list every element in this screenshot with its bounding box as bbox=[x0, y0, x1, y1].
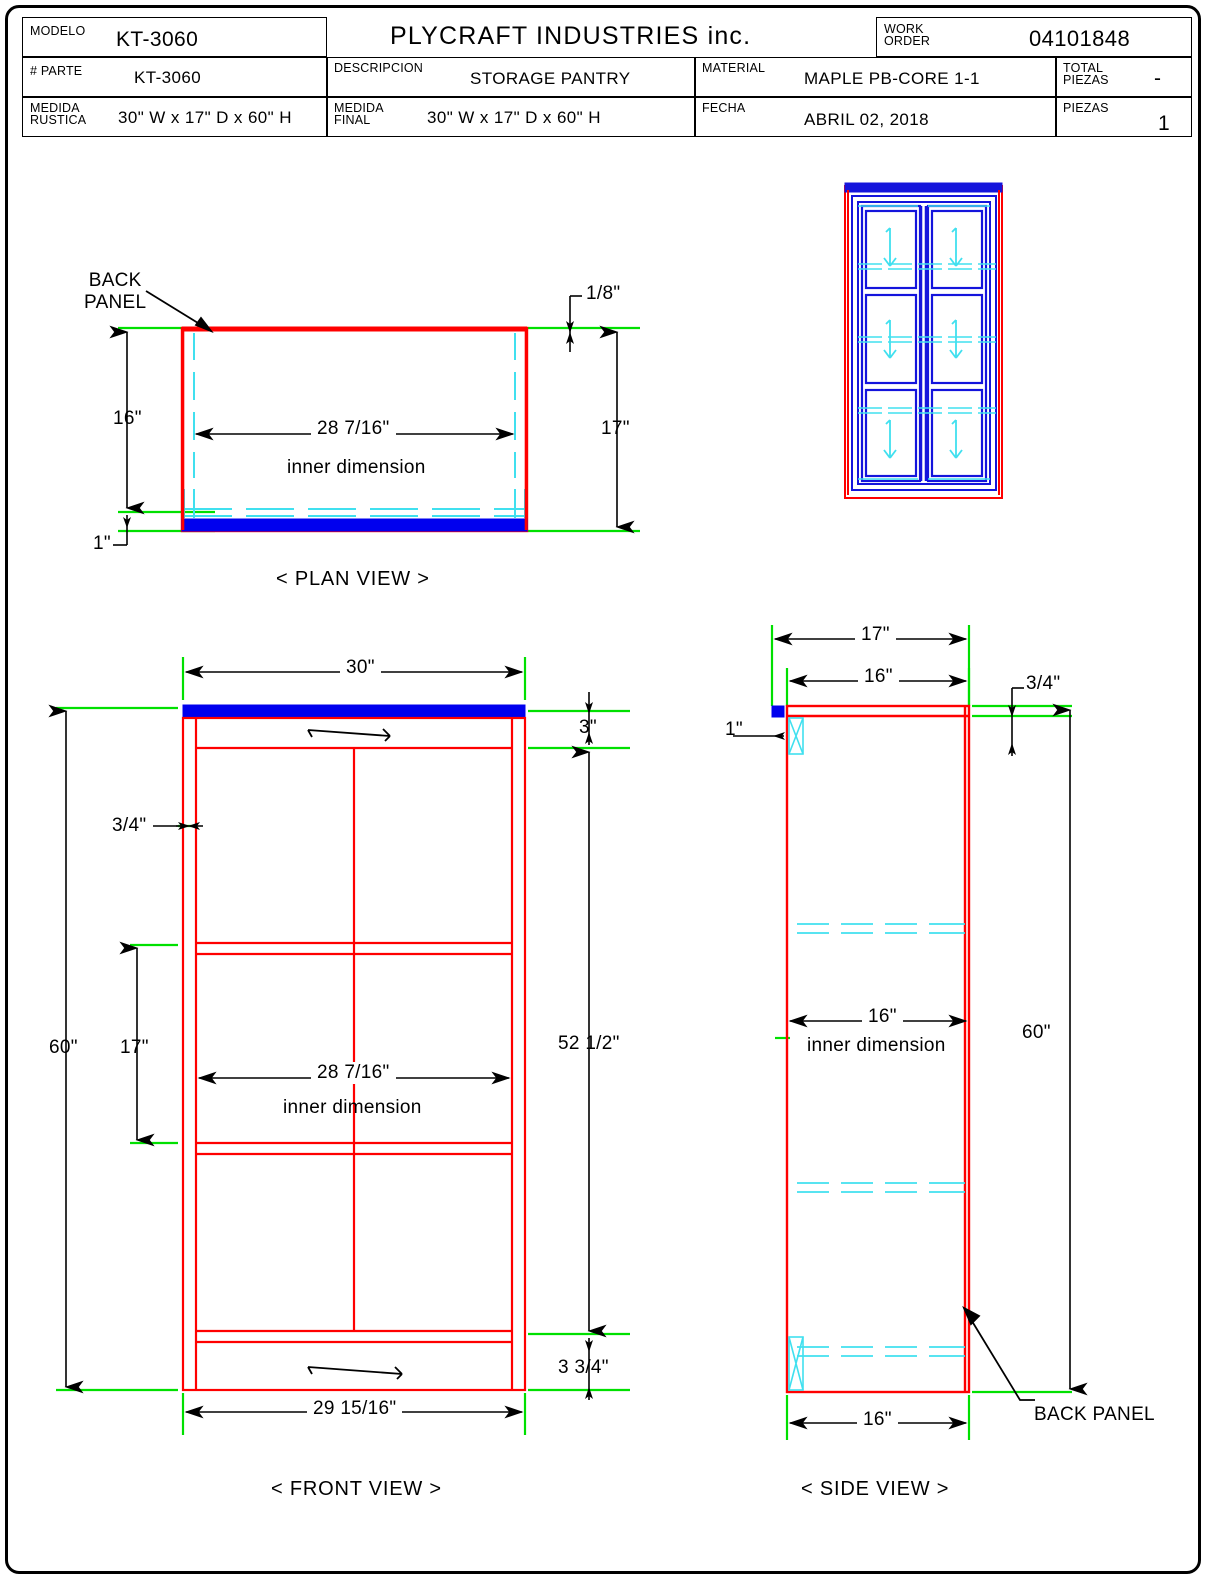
title-block-cell-fecha bbox=[695, 97, 1056, 137]
plan-dim-label-eighth: 1/8" bbox=[586, 283, 621, 304]
plan-dim-label-17: 17" bbox=[601, 418, 630, 439]
side-dim-three-quarter bbox=[1008, 687, 1024, 756]
plan-view-caption: < PLAN VIEW > bbox=[276, 568, 430, 590]
side-label-inner-note: inner dimension bbox=[807, 1035, 946, 1056]
side-back-panel-slot-top bbox=[788, 717, 804, 755]
plan-dim-label-1: 1" bbox=[93, 533, 111, 554]
detail-cabinet-body bbox=[851, 195, 997, 491]
title-block-cell-medida-final bbox=[327, 97, 695, 137]
front-top-panel bbox=[182, 704, 526, 719]
title-block-cell-parte bbox=[22, 57, 327, 97]
label-parte: # PARTE bbox=[30, 64, 83, 78]
detail-center-stile bbox=[919, 206, 928, 481]
value-fecha: ABRIL 02, 2018 bbox=[804, 110, 929, 129]
plan-dim-label-inner-width: 28 7/16" bbox=[311, 418, 396, 440]
side-view-caption: < SIDE VIEW > bbox=[801, 1478, 950, 1500]
title-block-cell-work-order bbox=[876, 17, 1192, 57]
front-grain-arrows bbox=[307, 728, 403, 1380]
side-back-panel-leader bbox=[962, 1305, 1035, 1401]
side-dim-label-three-quarter: 3/4" bbox=[1026, 673, 1061, 694]
plan-side-walls bbox=[181, 330, 528, 530]
detail-right-door bbox=[926, 204, 988, 483]
value-parte: KT-3060 bbox=[134, 68, 202, 87]
plan-back-panel-text: BACK PANEL bbox=[84, 270, 147, 313]
front-view-caption: < FRONT VIEW > bbox=[271, 1478, 442, 1500]
value-medida-final: 30" W x 17" D x 60" H bbox=[427, 108, 601, 127]
side-hidden-shelves bbox=[797, 923, 965, 1357]
plan-dim-1 bbox=[113, 515, 131, 546]
value-material: MAPLE PB-CORE 1-1 bbox=[804, 69, 980, 88]
detail-left-door bbox=[860, 204, 922, 483]
side-view-geometry bbox=[733, 625, 1088, 1440]
front-dim-label-52-half: 52 1/2" bbox=[558, 1033, 620, 1054]
value-work-order: 04101848 bbox=[1029, 26, 1131, 51]
side-top-panel-edge bbox=[771, 705, 785, 718]
plan-label-back-panel: BACK PANEL bbox=[84, 270, 146, 314]
plan-door-band bbox=[181, 518, 528, 532]
title-block-cell-piezas bbox=[1056, 97, 1192, 137]
plan-back-panel-leader bbox=[145, 290, 214, 334]
title-block-cell-descripcion bbox=[327, 57, 695, 97]
front-dim-label-inner-width: 28 7/16" bbox=[311, 1062, 396, 1084]
front-dim-3 bbox=[585, 692, 593, 745]
label-modelo: MODELO bbox=[30, 24, 86, 38]
label-fecha: FECHA bbox=[702, 101, 746, 115]
side-dim-label-60: 60" bbox=[1022, 1022, 1051, 1043]
side-dim-label-17: 17" bbox=[855, 624, 896, 646]
value-descripcion: STORAGE PANTRY bbox=[470, 69, 631, 88]
side-dim-1 bbox=[733, 732, 785, 740]
label-material: MATERIAL bbox=[702, 61, 766, 75]
front-label-inner-note: inner dimension bbox=[283, 1097, 422, 1118]
title-block-cell-material bbox=[695, 57, 1056, 97]
plan-dim-eighth bbox=[566, 295, 582, 352]
value-piezas: 1 bbox=[1158, 112, 1171, 135]
detail-hidden-shelves bbox=[858, 205, 996, 480]
title-block: MODELO KT-3060 WORK ORDER 04101848 PLYCR… bbox=[22, 17, 1192, 137]
label-total-piezas: TOTAL PIEZAS bbox=[1063, 61, 1109, 87]
front-dim-label-60: 60" bbox=[49, 1037, 78, 1058]
side-dim-label-bottom-16: 16" bbox=[857, 1409, 898, 1431]
detail-top-rail bbox=[844, 182, 1003, 193]
plan-dim-label-16: 16" bbox=[113, 408, 142, 429]
front-dim-label-17: 17" bbox=[120, 1037, 149, 1058]
side-dim-label-inner-16: 16" bbox=[862, 1006, 903, 1028]
front-dim-label-3: 3" bbox=[579, 717, 597, 738]
sheet-border bbox=[5, 5, 1201, 1574]
detail-side-posts bbox=[847, 190, 1000, 495]
title-block-cell-modelo bbox=[22, 17, 327, 57]
side-dim-label-16-top: 16" bbox=[858, 666, 899, 688]
front-dim-label-30: 30" bbox=[340, 657, 381, 679]
value-medida-rustica: 30" W x 17" D x 60" H bbox=[118, 108, 292, 127]
front-view-geometry bbox=[48, 657, 630, 1435]
company-name: PLYCRAFT INDUSTRIES inc. bbox=[390, 22, 752, 50]
value-total-piezas: - bbox=[1154, 67, 1162, 90]
value-modelo: KT-3060 bbox=[116, 28, 199, 51]
side-back-panel-slot-bottom bbox=[788, 1336, 804, 1391]
label-work-order: WORK ORDER bbox=[884, 22, 931, 48]
label-descripcion: DESCRIPCION bbox=[334, 61, 424, 75]
plan-label-inner-note: inner dimension bbox=[287, 457, 426, 478]
front-dim-label-three-quarter: 3/4" bbox=[112, 815, 147, 836]
label-piezas: PIEZAS bbox=[1063, 101, 1109, 115]
plan-hidden-lines bbox=[183, 333, 526, 518]
side-dim-label-1: 1" bbox=[725, 719, 743, 740]
side-label-back-panel: BACK PANEL bbox=[1034, 1404, 1155, 1425]
title-block-cell-total-piezas bbox=[1056, 57, 1192, 97]
front-carcass bbox=[181, 716, 527, 1392]
front-dim-label-3-3-4: 3 3/4" bbox=[558, 1357, 609, 1378]
front-dim-three-quarter bbox=[153, 822, 203, 830]
side-carcass bbox=[785, 704, 971, 1394]
label-medida-rustica: MEDIDA RUSTICA bbox=[30, 101, 87, 127]
label-medida-final: MEDIDA FINAL bbox=[334, 101, 384, 127]
front-dim-label-bottom-29: 29 15/16" bbox=[307, 1398, 403, 1420]
detail-door-swing-marks bbox=[883, 227, 963, 459]
front-dim-3-3-4 bbox=[585, 1338, 593, 1400]
detail-door-elevation bbox=[844, 182, 1003, 499]
title-block-cell-medida-rustica bbox=[22, 97, 327, 137]
